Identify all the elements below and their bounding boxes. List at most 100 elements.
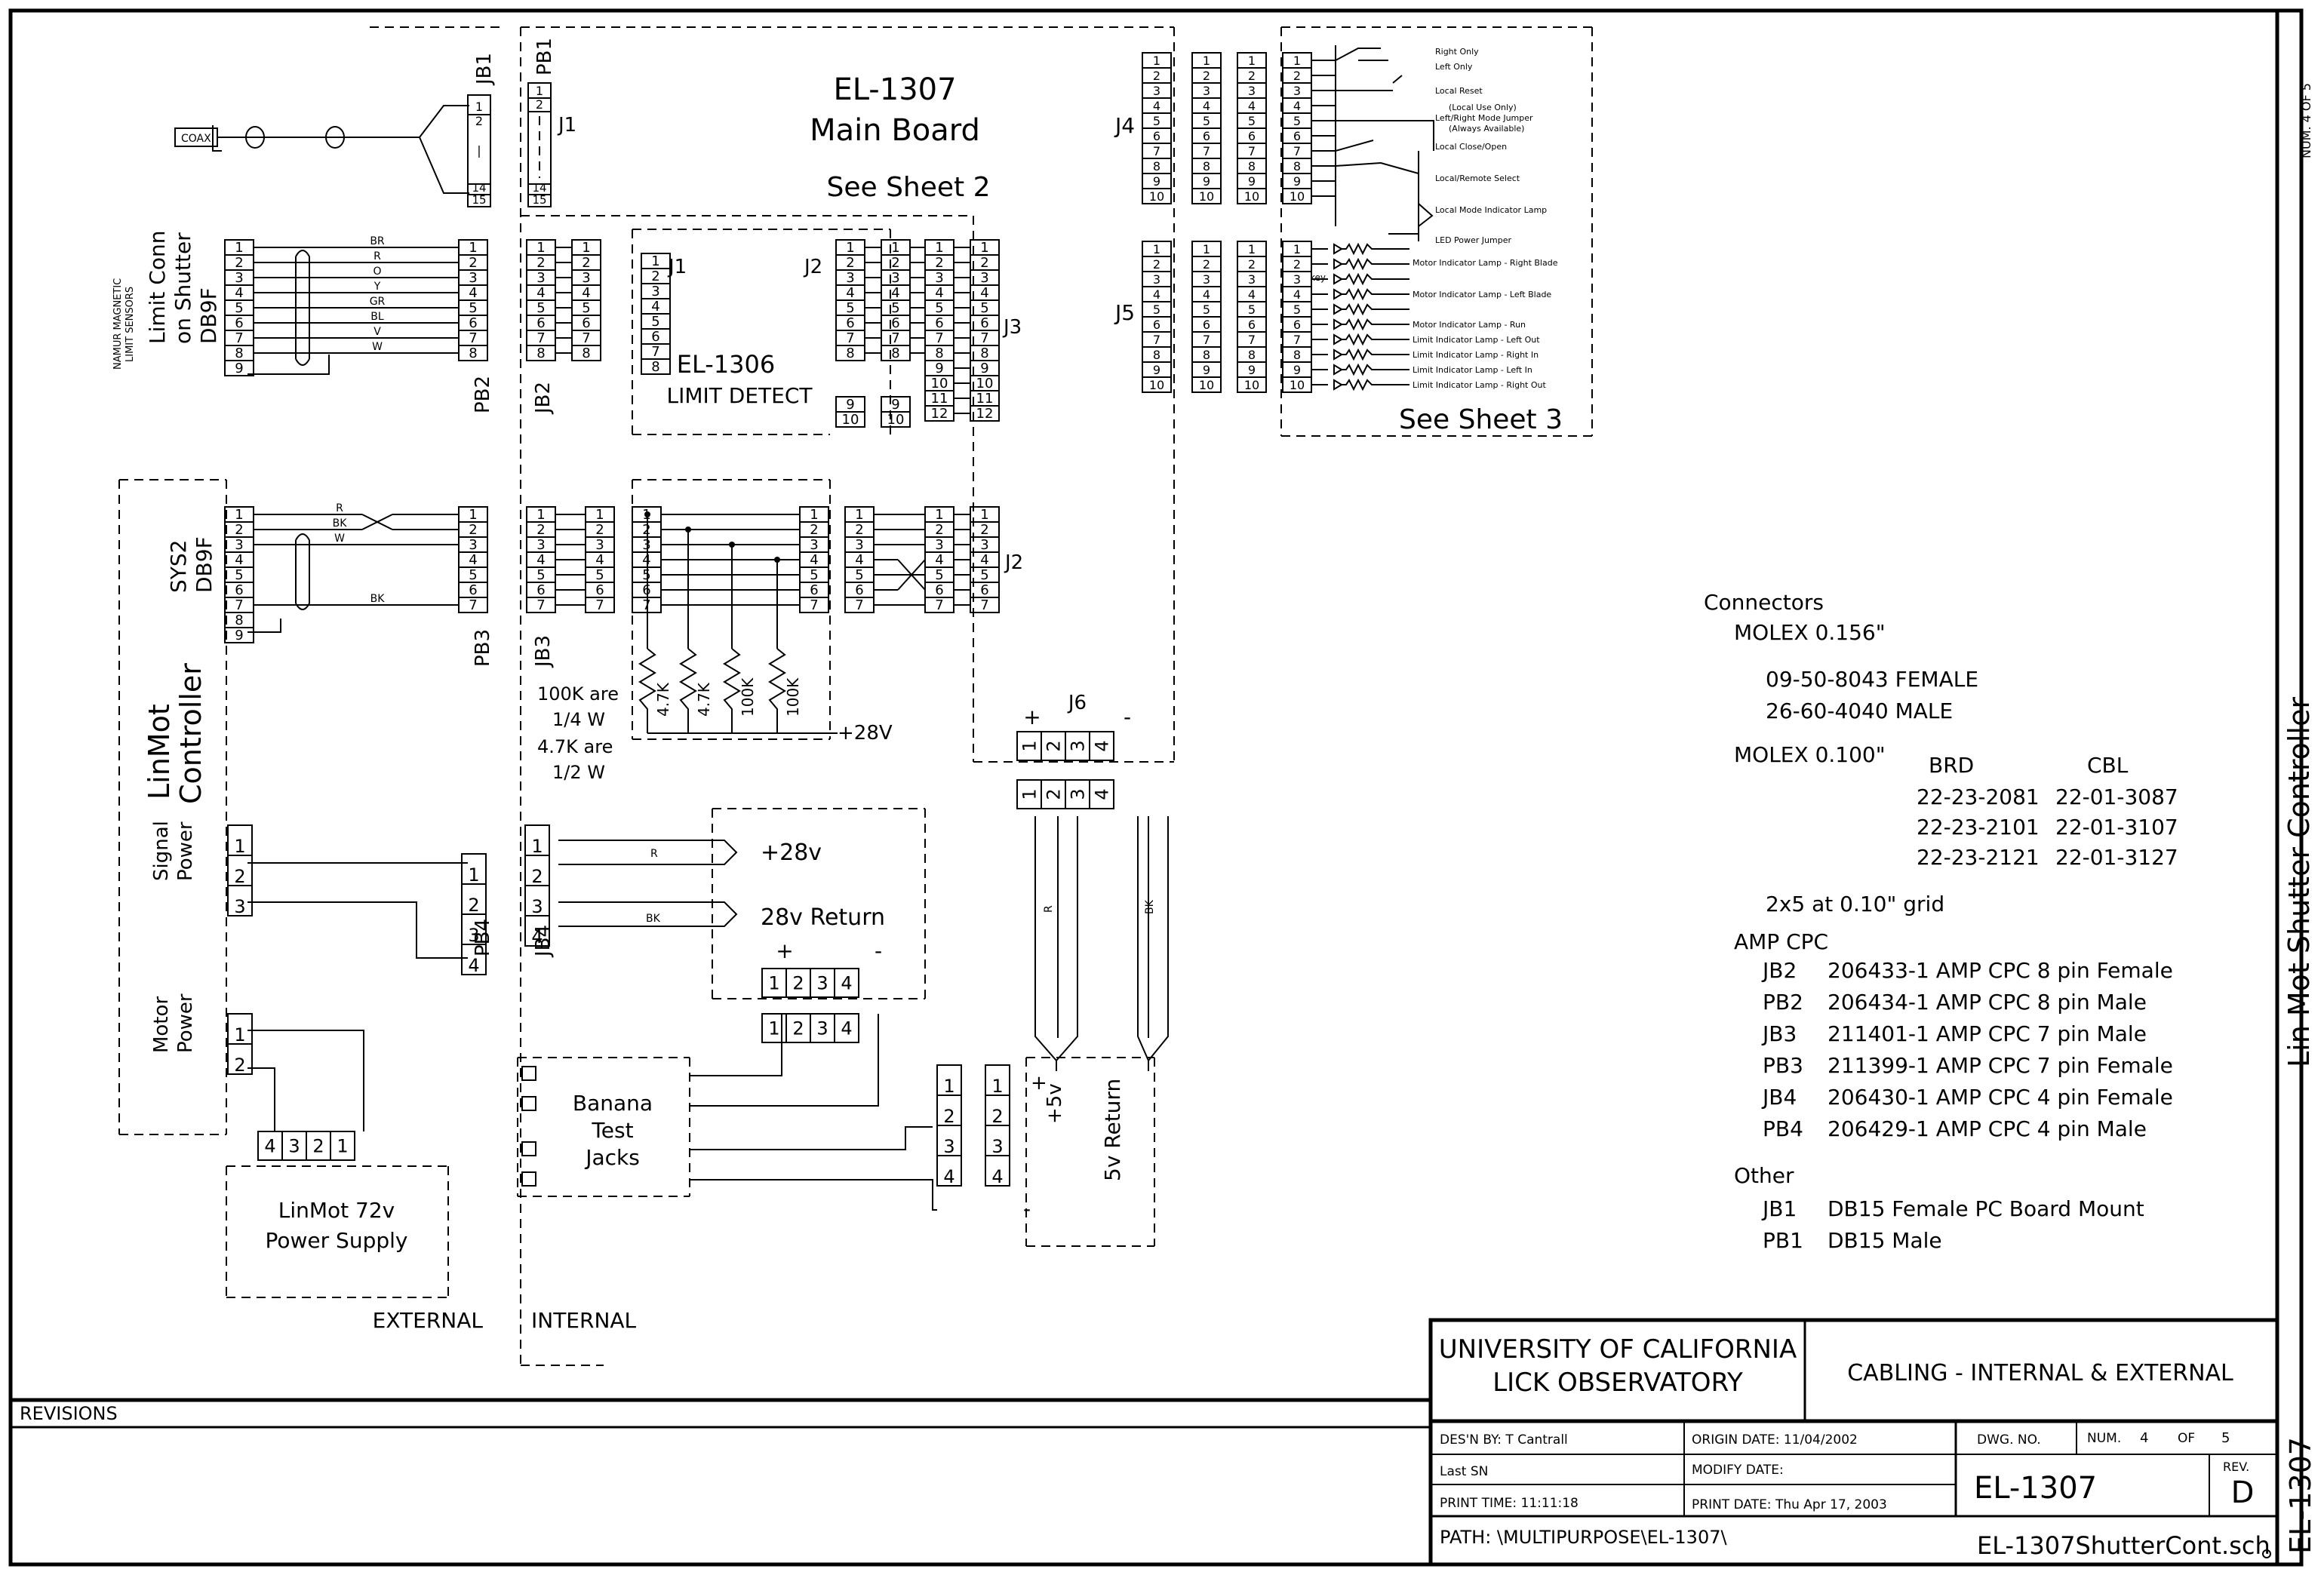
svg-text:1: 1 [1248, 54, 1256, 68]
svg-text:5: 5 [1153, 302, 1160, 317]
j6-plus: + [1023, 705, 1041, 729]
svg-text:6: 6 [1203, 129, 1210, 143]
limit-detect-j3: J3 [1002, 316, 1022, 339]
of-value: 5 [2221, 1430, 2230, 1446]
org-line-1: UNIVERSITY OF CALIFORNIA [1439, 1334, 1797, 1365]
jb1-connector: 1 2 | 14 15 JB1 [467, 53, 496, 207]
path: PATH: \MULTIPURPOSE\EL-1307\ [1440, 1527, 1727, 1548]
pb1-label: PB1 [533, 38, 556, 75]
wire-bk-28-label: BK [646, 913, 661, 925]
amp-row-desc: 206430-1 AMP CPC 4 pin Female [1828, 1085, 2173, 1110]
svg-text:1: 1 [651, 253, 659, 269]
svg-text:2: 2 [651, 269, 659, 284]
svg-text:2: 2 [1044, 740, 1065, 751]
svg-text:6: 6 [1248, 318, 1256, 332]
svg-text:8: 8 [469, 345, 477, 361]
svg-text:3: 3 [855, 537, 863, 553]
svg-text:7: 7 [651, 344, 659, 360]
side-title: Lin Mot Shutter Controller [2282, 697, 2316, 1067]
svg-text:7: 7 [235, 330, 243, 346]
svg-text:12: 12 [976, 406, 994, 422]
svg-text:6: 6 [469, 582, 477, 598]
svg-text:6: 6 [1153, 129, 1160, 143]
resistor-value: 4.7K [654, 682, 672, 717]
svg-text:2: 2 [891, 255, 899, 271]
j4-function-label: Local Close/Open [1435, 142, 1507, 152]
svg-text:4: 4 [1203, 99, 1210, 113]
svg-text:1: 1 [1203, 242, 1210, 256]
amp-row-id: PB4 [1763, 1116, 1803, 1141]
svg-text:4: 4 [1293, 99, 1301, 113]
origin-date: ORIGIN DATE: 11/04/2002 [1692, 1432, 1858, 1448]
modify-date: MODIFY DATE: [1692, 1463, 1784, 1478]
limit-j2-mate-block-b: 910 [881, 396, 911, 428]
svg-text:4: 4 [1203, 287, 1210, 302]
plus28v-label: +28V [838, 722, 893, 745]
svg-text:4: 4 [595, 552, 604, 568]
svg-text:6: 6 [980, 315, 988, 331]
svg-text:7: 7 [1153, 144, 1160, 158]
svg-text:4: 4 [1293, 287, 1301, 302]
svg-text:8: 8 [1293, 348, 1301, 362]
svg-text:7: 7 [1248, 144, 1256, 158]
svg-text:10: 10 [1199, 189, 1214, 204]
svg-text:5: 5 [536, 567, 545, 583]
svg-text:5: 5 [1248, 302, 1256, 317]
molex100-brd-1: 22-23-2081 [1917, 784, 2040, 809]
connector-legend: Connectors MOLEX 0.156" 09-50-8043 FEMAL… [1704, 590, 2178, 1253]
signal-power-block: 123 [227, 824, 253, 917]
svg-text:3: 3 [891, 270, 899, 286]
j4-function-label: (Always Available) [1449, 124, 1524, 134]
banana-label-3: Jacks [584, 1145, 640, 1170]
svg-text:4: 4 [582, 285, 590, 301]
svg-text:2: 2 [531, 866, 543, 887]
limit-wire-color: R [374, 250, 381, 262]
svg-text:2: 2 [855, 522, 863, 538]
banana-jacks: Banana Test Jacks [517, 1014, 937, 1211]
sys2-db9f-label: DB9F [192, 536, 217, 593]
svg-text:1: 1 [935, 507, 943, 523]
amp-row-id: PB3 [1763, 1053, 1803, 1078]
svg-text:1: 1 [536, 240, 545, 256]
amp-row-desc: 211399-1 AMP CPC 7 pin Female [1828, 1053, 2173, 1078]
coax-cable: COAX [174, 105, 469, 194]
svg-text:4: 4 [264, 1136, 275, 1157]
main-board-subtitle: Main Board [810, 113, 980, 148]
resistor-network: 100K are 1/4 W 4.7K are 1/2 W +28V [537, 479, 893, 783]
j6-label: J6 [1067, 692, 1087, 714]
ret5v-label: 5v Return [1100, 1079, 1125, 1181]
svg-text:10: 10 [1149, 189, 1164, 204]
svg-text:10: 10 [931, 376, 948, 391]
other-heading: Other [1734, 1163, 1794, 1188]
j4-label: J4 [1114, 113, 1135, 138]
ret28-plus: + [776, 938, 793, 963]
svg-text:14: 14 [472, 181, 486, 195]
svg-text:2: 2 [792, 1018, 804, 1039]
svg-text:7: 7 [1248, 333, 1256, 347]
svg-text:1: 1 [768, 973, 779, 994]
svg-text:5: 5 [935, 300, 943, 316]
svg-text:1: 1 [810, 507, 818, 523]
svg-text:2: 2 [469, 522, 477, 538]
svg-text:10: 10 [976, 376, 994, 391]
svg-text:7: 7 [469, 330, 477, 346]
motor-power-label-1: Motor [150, 996, 173, 1053]
svg-text:6: 6 [1153, 318, 1160, 332]
svg-text:2: 2 [1203, 257, 1210, 272]
svg-text:1: 1 [1153, 242, 1160, 256]
limit-wire-color: BR [370, 235, 385, 247]
svg-text:4: 4 [536, 552, 545, 568]
svg-text:3: 3 [991, 1136, 1003, 1157]
svg-text:4: 4 [469, 552, 477, 568]
main-board: EL-1307 Main Board See Sheet 2 [520, 26, 1175, 1366]
svg-text:5: 5 [1203, 302, 1210, 317]
